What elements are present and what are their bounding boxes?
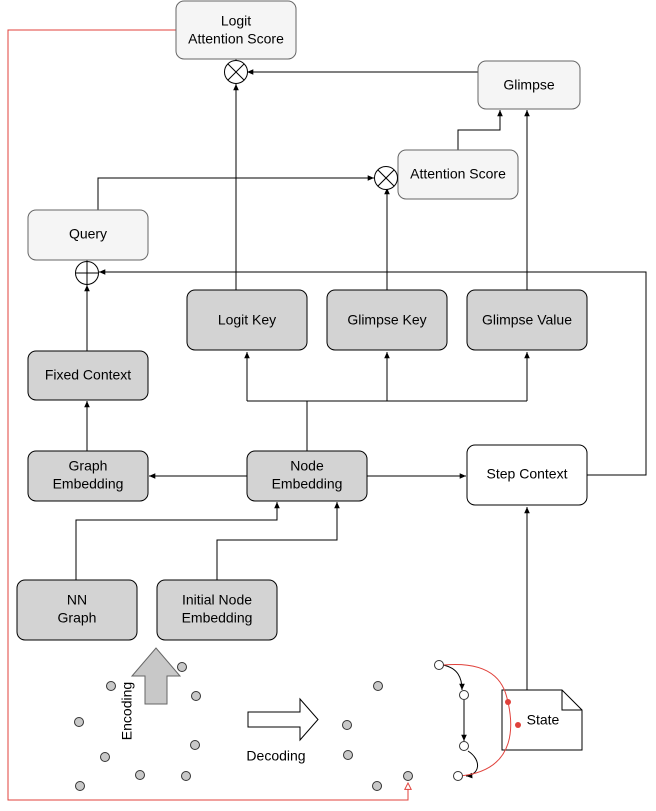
query-label: Query [69,226,107,242]
tour-node [434,660,444,670]
graph-node [372,781,382,791]
top-multiply-icon [224,60,248,84]
graph-node [342,720,352,730]
tour-node [459,690,469,700]
fixed-context-label: Fixed Context [45,367,131,383]
initial-node-embedding-label-2: Embedding [182,610,253,626]
logit-attention-score-label-1: Logit [221,13,251,29]
feedback-red-line [7,29,408,801]
node-embedding-label-2: Embedding [272,476,343,492]
state-red-dot [515,722,521,728]
decoding-label: Decoding [246,748,305,764]
step-context-label: Step Context [487,466,568,482]
graph-node [373,681,383,691]
graph-node [181,771,191,781]
glimpse-key-box [326,289,448,351]
graph-node [343,750,353,760]
fixed-context-box [27,350,149,401]
glimpse-value-label: Glimpse Value [482,312,572,328]
graph-node [177,662,187,672]
tour-edge [442,664,465,691]
state-red-link [442,663,512,777]
glimpse-box [477,60,581,110]
graph-node [191,691,201,701]
decoded-graph-nodes [342,681,413,791]
step-context-to-plus-arrow [99,269,647,476]
logit-attention-score-label-2: Attention Score [188,31,284,47]
graph-node [135,770,145,780]
glimpse-label: Glimpse [503,77,555,93]
decoding-block-arrow-icon [247,697,319,742]
state-label: State [527,712,560,728]
glimpse-key-label: Glimpse Key [347,312,426,328]
logit-attention-score-box [175,0,297,60]
tour-edge [465,750,478,779]
logit-key-label: Logit Key [218,312,276,328]
attention-score-to-glimpse-arrow [457,110,503,150]
input-graph-nodes [74,662,201,791]
nn-graph-box [16,579,138,641]
state-red-dot [505,699,511,705]
attention-score-label: Attention Score [410,166,506,182]
query-box [27,209,149,261]
graph-embedding-box [27,450,149,502]
tour-node [453,771,463,781]
graph-node [190,740,200,750]
node-embedding-label-1: Node [290,458,324,474]
graph-node [403,771,413,781]
initial-node-embedding-box [156,579,278,641]
encoding-label: Encoding [119,682,135,740]
nn-graph-to-node-embedding-arrow [75,502,280,580]
initial-embedding-to-node-embedding-arrow [216,502,340,580]
node-embedding-box [246,450,368,502]
graph-node [75,781,85,791]
nn-graph-label-1: NN [67,592,87,608]
graph-node [100,752,110,762]
connectors [75,56,647,690]
graph-node [74,717,84,727]
attention-score-box [397,149,519,200]
partial-tour [434,660,521,781]
step-context-box [466,444,588,506]
graph-node [106,681,116,691]
encoding-block-arrow-icon [130,647,182,705]
mid-multiply-icon [374,166,398,190]
plus-icon [75,261,99,285]
state-fold [561,690,582,711]
initial-node-embedding-label-1: Initial Node [182,592,252,608]
glimpse-value-box [466,289,588,351]
graph-embedding-label-2: Embedding [53,476,124,492]
graph-embedding-label-1: Graph [69,458,108,474]
tour-node [459,741,469,751]
logit-key-box [186,289,308,351]
nn-graph-label-2: Graph [58,610,97,626]
query-to-multiply-arrow [97,175,374,210]
